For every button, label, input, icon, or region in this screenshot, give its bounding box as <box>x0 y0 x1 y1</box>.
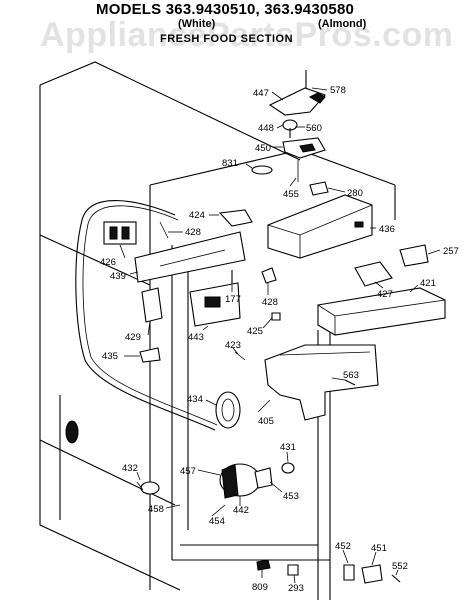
label-453: 453 <box>283 491 299 502</box>
part-447-cap <box>268 87 326 116</box>
label-423: 423 <box>225 340 241 351</box>
part-552 <box>391 574 401 583</box>
label-563: 563 <box>343 370 359 381</box>
label-448: 448 <box>258 123 274 134</box>
label-426: 426 <box>100 257 116 268</box>
label-439: 439 <box>110 271 126 282</box>
part-429 <box>141 287 163 323</box>
part-428-lower <box>261 267 277 284</box>
part-257 <box>399 244 429 267</box>
part-563 <box>344 379 356 386</box>
part-436-light-housing <box>267 194 373 259</box>
label-436: 436 <box>379 224 395 235</box>
label-434: 434 <box>187 394 203 405</box>
label-458: 458 <box>148 504 164 515</box>
label-428-lower: 428 <box>262 297 278 308</box>
part-293 <box>287 564 299 576</box>
part-427-wiring <box>354 261 393 287</box>
part-423 <box>234 351 246 361</box>
models-title: MODELS 363.9430510, 363.9430580 <box>96 1 355 18</box>
label-443: 443 <box>188 332 204 343</box>
label-431: 431 <box>280 442 296 453</box>
label-450: 450 <box>255 143 271 154</box>
white-model-note: (White) <box>178 18 216 30</box>
part-809 <box>256 559 271 571</box>
part-435 <box>139 347 161 363</box>
label-435: 435 <box>102 351 118 362</box>
label-280: 280 <box>347 188 363 199</box>
watermark: AppliancePartsPros.com <box>40 16 454 54</box>
label-405: 405 <box>258 416 274 427</box>
label-427: 427 <box>377 289 393 300</box>
part-405-air-duct <box>264 344 379 421</box>
label-451: 451 <box>371 543 387 554</box>
label-257: 257 <box>443 246 459 257</box>
label-578: 578 <box>330 85 346 96</box>
label-429: 429 <box>125 332 141 343</box>
drain-opening <box>65 420 79 444</box>
part-434-gasket <box>215 391 241 429</box>
label-424: 424 <box>189 210 205 221</box>
part-432-fitting <box>136 481 160 495</box>
part-442-damper-control <box>219 463 273 499</box>
label-442: 442 <box>233 505 249 516</box>
part-443-panel <box>189 282 241 327</box>
label-432: 432 <box>122 463 138 474</box>
part-831-plug <box>251 165 273 175</box>
part-426-switch <box>103 221 137 245</box>
part-421-shelf-support <box>317 287 446 336</box>
label-428-upper: 428 <box>185 227 201 238</box>
label-452: 452 <box>335 541 351 552</box>
label-293: 293 <box>288 583 304 594</box>
section-title: FRESH FOOD SECTION <box>160 33 294 45</box>
part-280 <box>309 181 329 196</box>
leader-lines <box>119 87 441 584</box>
part-450-control-housing <box>282 137 326 159</box>
label-457: 457 <box>180 466 196 477</box>
label-425: 425 <box>247 326 263 337</box>
part-451 <box>361 564 383 584</box>
label-455: 455 <box>283 189 299 200</box>
almond-model-note: (Almond) <box>318 18 367 30</box>
label-454: 454 <box>209 516 225 527</box>
label-560: 560 <box>306 123 322 134</box>
label-809: 809 <box>252 582 268 593</box>
part-425 <box>271 312 281 321</box>
label-421: 421 <box>420 278 436 289</box>
label-447: 447 <box>253 88 269 99</box>
part-448-thermostat-knob <box>282 119 298 138</box>
label-177: 177 <box>225 294 241 305</box>
part-428-upper <box>159 221 169 239</box>
part-424 <box>218 209 253 227</box>
wire-harness <box>75 200 216 431</box>
label-831: 831 <box>222 158 238 169</box>
part-431 <box>281 462 295 474</box>
part-452 <box>343 564 355 581</box>
part-439-bracket <box>134 231 246 283</box>
label-552: 552 <box>392 561 408 572</box>
part-labels: 447 578 448 560 450 831 455 280 424 428 … <box>100 85 459 594</box>
